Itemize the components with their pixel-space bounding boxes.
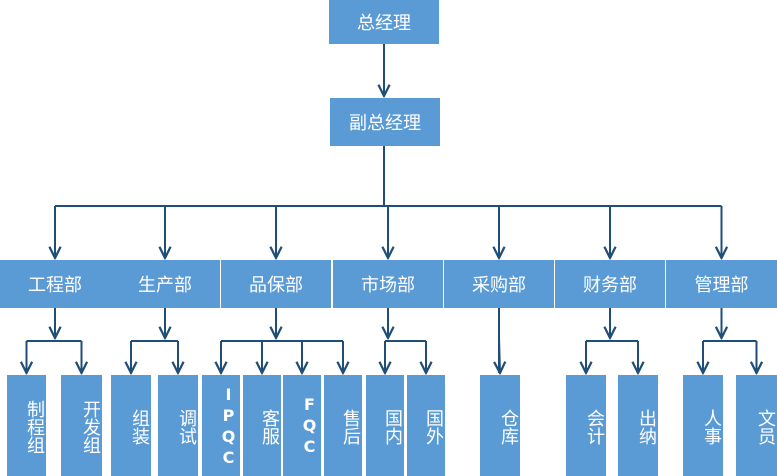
sub-unit-label: 组装 [129, 408, 150, 445]
sub-unit-box: 文员 [736, 375, 777, 476]
connector-to-sub [499, 337, 500, 373]
sub-unit-label: 开发组 [80, 399, 101, 454]
department-label: 工程部 [28, 275, 82, 296]
sub-unit-box: 开发组 [61, 375, 102, 476]
sub-unit-label: 人事 [701, 408, 722, 445]
department-label: 财务部 [583, 275, 637, 296]
sub-unit-label: 客服 [259, 408, 280, 445]
sub-unit-box: 会计 [566, 375, 606, 476]
sub-unit-box: 出纳 [618, 375, 658, 476]
ceo-label: 总经理 [357, 13, 411, 34]
sub-unit-box: 组装 [111, 375, 151, 476]
sub-unit-box: 国外 [407, 375, 445, 476]
sub-unit-box: IPQC [202, 375, 240, 476]
vice-label: 副总经理 [349, 113, 421, 134]
sub-unit-label: 文员 [755, 408, 776, 445]
department-label: 市场部 [361, 275, 415, 296]
department-label: 管理部 [694, 275, 749, 296]
department-box: 工程部 [0, 260, 110, 308]
department-box: 市场部 [333, 260, 443, 308]
department-box: 采购部 [444, 260, 554, 308]
department-box: 生产部 [110, 260, 220, 308]
sub-unit-label: 售后 [340, 408, 361, 445]
sub-unit-label: 仓库 [498, 408, 519, 445]
sub-unit-box: 客服 [243, 375, 281, 476]
department-box: 财务部 [555, 260, 665, 308]
sub-unit-box: 仓库 [480, 375, 520, 476]
ceo-box: 总经理 [329, 0, 439, 44]
sub-unit-box: 人事 [683, 375, 723, 476]
department-box: 管理部 [666, 260, 777, 308]
department-box: 品保部 [221, 260, 331, 308]
sub-unit-box: 售后 [324, 375, 362, 476]
sub-unit-label: 国外 [423, 408, 444, 445]
sub-unit-label: IPQC [219, 384, 238, 469]
sub-unit-label: 会计 [584, 408, 605, 445]
sub-unit-box: FQC [283, 375, 321, 476]
department-label: 采购部 [472, 275, 526, 296]
sub-unit-label: 制程组 [24, 399, 45, 454]
sub-unit-box: 制程组 [7, 375, 46, 476]
sub-unit-label: 出纳 [636, 408, 657, 445]
department-label: 生产部 [138, 275, 192, 296]
sub-unit-label: 国内 [382, 408, 403, 445]
sub-unit-box: 国内 [366, 375, 404, 476]
sub-unit-label: 调试 [176, 408, 197, 445]
sub-unit-label: FQC [300, 395, 319, 458]
vice-box: 副总经理 [330, 98, 440, 146]
department-label: 品保部 [249, 275, 303, 296]
sub-unit-box: 调试 [158, 375, 198, 476]
